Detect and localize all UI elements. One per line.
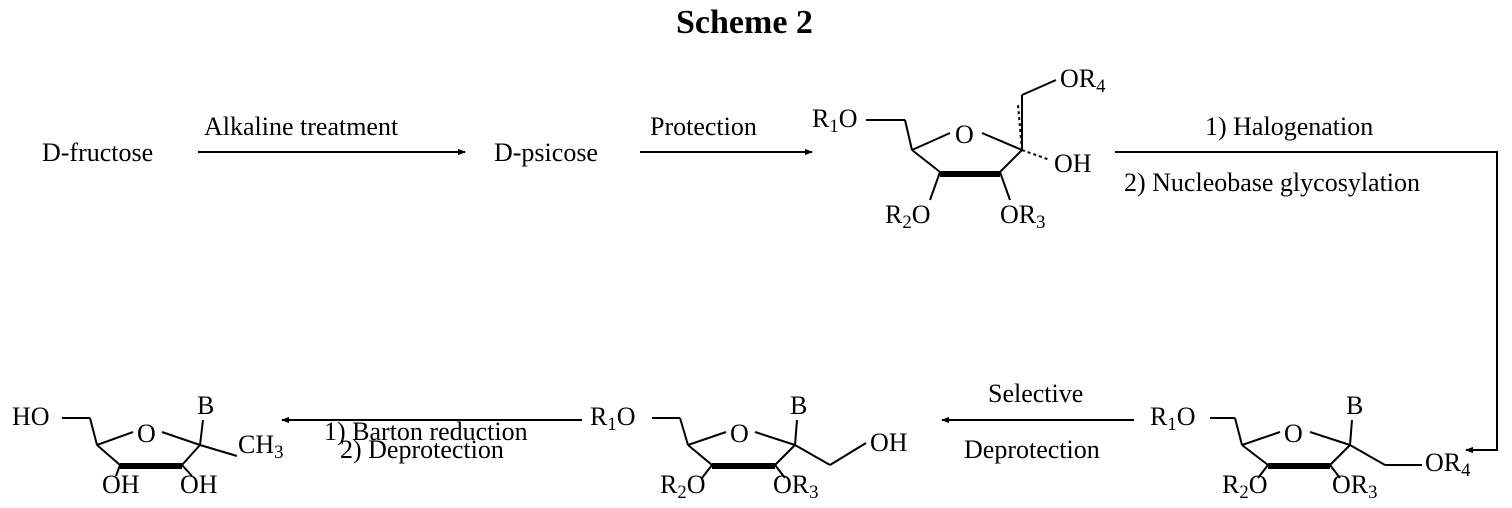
compound-a-structure <box>866 80 1056 200</box>
compound-d-structure <box>62 418 237 476</box>
compound-c-structure <box>652 418 866 478</box>
arrow-halogenation-glycosylation <box>1115 152 1497 450</box>
compound-b-structure <box>1210 418 1422 478</box>
